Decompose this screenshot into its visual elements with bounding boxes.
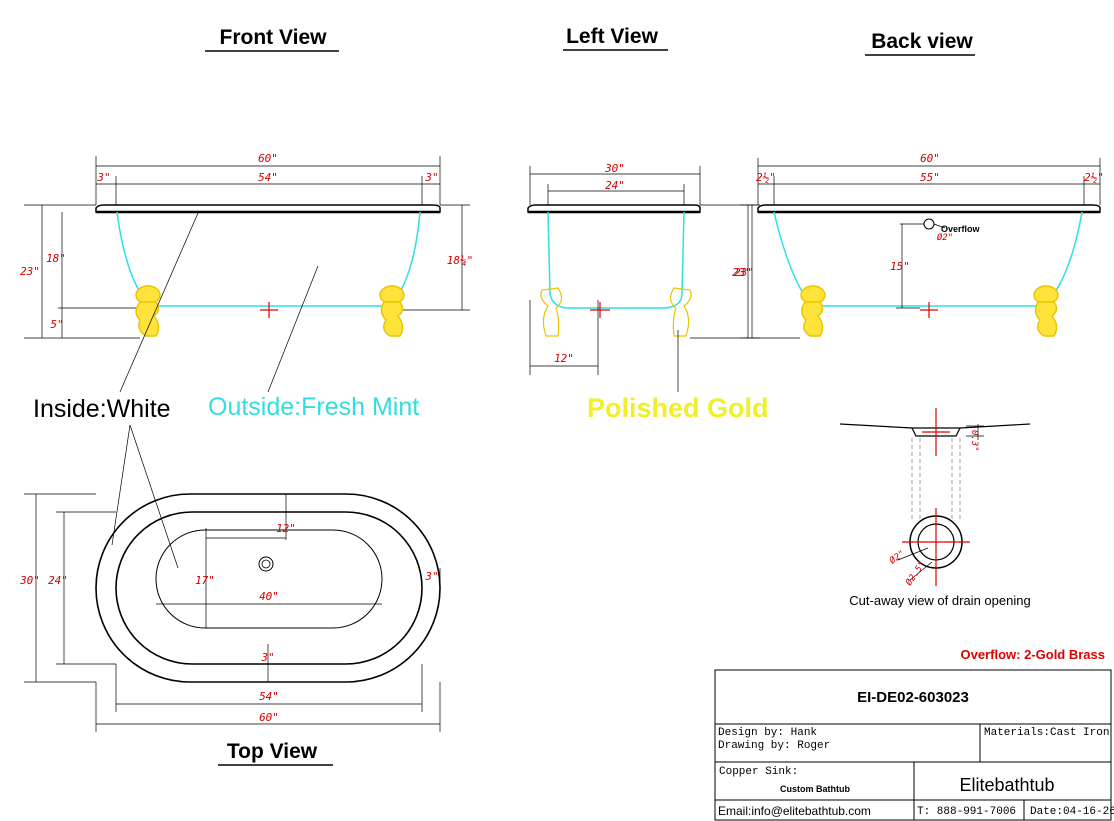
front-dim-5: 5" <box>50 318 63 331</box>
front-dim-rim-right: 3" <box>424 171 438 184</box>
front-dim-60: 60" <box>258 152 278 165</box>
front-view-title: Front View <box>220 26 328 49</box>
front-dim-right-height: 18¼" <box>447 254 474 267</box>
back-foot-left <box>800 285 826 337</box>
contact-email: Email:info@elitebathtub.com <box>718 804 871 818</box>
front-foot-left <box>135 285 161 337</box>
back-dim-23: 23" <box>734 266 754 279</box>
left-view-title: Left View <box>566 25 658 48</box>
left-view: 30" 24" 23" 12" <box>527 162 760 392</box>
title-block: EI-DE02-603023 Design by: Hank Drawing b… <box>714 669 1114 821</box>
materials: Materials:Cast Iron <box>984 727 1109 739</box>
left-dim-12: 12" <box>554 352 574 365</box>
left-foot-right <box>669 287 692 337</box>
back-view: 60" 55" 2½" 2½" Overflow Ø2" 15" 23" <box>734 152 1104 339</box>
front-dim-18: 18" <box>46 252 66 265</box>
overflow-note: Overflow: 2-Gold Brass <box>961 647 1105 662</box>
top-view: 30" 24" 12" 17" 40" 3" 3" 54" 60" <box>19 493 441 732</box>
overflow-dia: Ø2" <box>937 232 953 243</box>
back-dim-rim-right: 2½" <box>1084 171 1104 184</box>
front-dim-23: 23" <box>20 265 40 278</box>
designer: Design by: Hank <box>718 727 817 739</box>
top-dim-rim-bottom: 3" <box>260 651 274 664</box>
cutaway-caption: Cut-away view of drain opening <box>849 593 1030 608</box>
feet-finish-label: Polished Gold <box>587 393 769 423</box>
back-dim-rim-left: 2½" <box>756 171 776 184</box>
back-dim-60: 60" <box>920 152 940 165</box>
overflow-label: Overflow <box>941 224 981 234</box>
top-dim-60: 60" <box>259 711 279 724</box>
drain-dia-inner: Ø2" <box>887 548 907 566</box>
left-dim-23: 23" <box>732 266 752 279</box>
left-dim-30: 30" <box>604 162 625 175</box>
top-dim-54: 54" <box>259 690 279 703</box>
front-dim-rim-left: 3" <box>96 171 110 184</box>
drawing-date: Date:04-16-26 <box>1030 806 1114 818</box>
model-number: EI-DE02-603023 <box>857 689 969 706</box>
drain-depth-dim: 0.3" <box>969 430 979 452</box>
outside-color-label: Outside:Fresh Mint <box>208 393 419 421</box>
material-callouts: Inside:White Outside:Fresh Mint Polished… <box>33 393 769 569</box>
drafter: Drawing by: Roger <box>718 740 830 752</box>
category-label: Copper Sink: <box>719 766 798 778</box>
back-dim-15: 15" <box>890 260 910 273</box>
contact-phone: T: 888-991-7006 <box>917 806 1016 818</box>
brand-name: Elitebathtub <box>959 775 1054 795</box>
top-dim-17: 17" <box>195 574 215 587</box>
top-dim-30: 30" <box>19 574 40 587</box>
top-dim-40: 40" <box>259 590 279 603</box>
front-view: 60" 54" 3" 3" 23" 18" 5" 18¼" <box>20 152 474 393</box>
left-foot-left <box>540 287 563 337</box>
view-titles: Front View Left View Back view Top View <box>205 25 975 766</box>
top-view-title: Top View <box>227 740 318 763</box>
left-dim-24: 24" <box>605 179 625 192</box>
back-dim-55: 55" <box>920 171 940 184</box>
front-dim-54: 54" <box>258 171 278 184</box>
category-value: Custom Bathtub <box>780 784 850 794</box>
top-dim-12: 12" <box>276 522 296 535</box>
back-foot-right <box>1033 285 1059 337</box>
inside-color-label: Inside:White <box>33 395 171 423</box>
top-dim-rim: 3" <box>424 570 438 583</box>
top-dim-24: 24" <box>48 574 68 587</box>
drain-dia-outer: Ø2.5" <box>903 559 928 588</box>
front-foot-right <box>379 285 405 337</box>
back-view-title: Back view <box>871 30 973 53</box>
drain-cutaway: 0.3" Ø2" Ø2.5" Cut-away view of drain op… <box>839 408 1031 608</box>
